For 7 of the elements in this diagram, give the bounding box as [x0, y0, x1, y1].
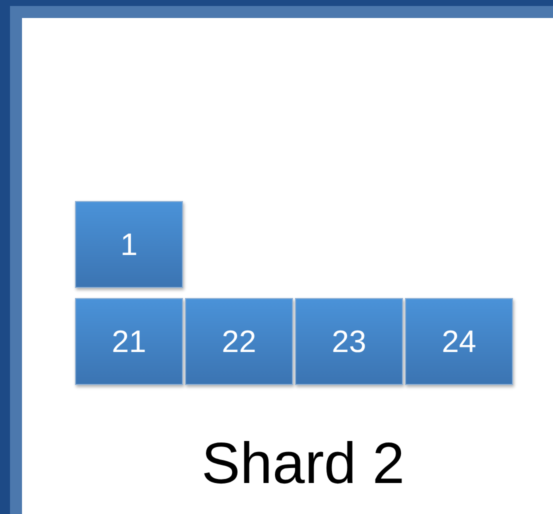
panel-caption: Shard 2 — [202, 430, 405, 497]
numbered-block: 21 — [75, 298, 183, 385]
numbered-block: 22 — [185, 298, 293, 385]
numbered-block: 23 — [295, 298, 403, 385]
shard-panel — [22, 18, 553, 514]
numbered-block: 1 — [75, 201, 183, 288]
numbered-block: 24 — [405, 298, 513, 385]
